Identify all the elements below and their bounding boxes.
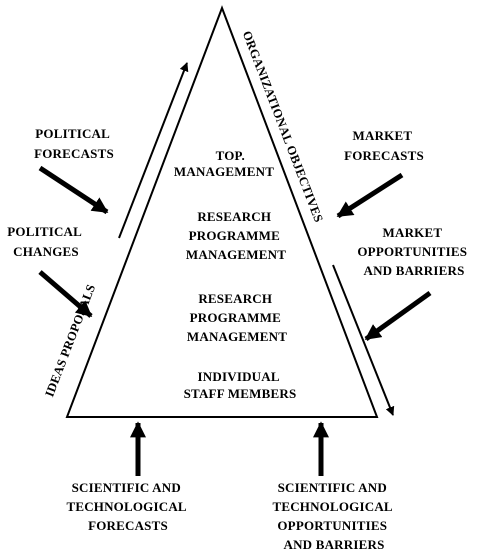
political-changes-arrow <box>38 270 93 318</box>
political-forecasts-arrow <box>38 165 109 215</box>
objectives-down-arrow <box>332 264 395 416</box>
sci-tech-opportunities-label: SCIENTIFIC AND TECHNOLOGICAL OPPORTUNITI… <box>272 480 395 552</box>
level-individual-staff-members: INDIVIDUAL STAFF MEMBERS <box>184 369 297 401</box>
organizational-objectives-label: ORGANIZATIONAL OBJECTIVES <box>240 29 326 224</box>
pyramid-outline <box>65 5 379 418</box>
market-forecasts-label: MARKET FORECASTS <box>344 128 424 163</box>
level-research-programme-management-upper: RESEARCH PROGRAMME MANAGEMENT <box>186 209 286 262</box>
political-forecasts-label: POLITICAL FORECASTS <box>34 126 114 161</box>
market-forecasts-arrow <box>336 172 404 219</box>
political-changes-label: POLITICAL CHANGES <box>7 224 85 259</box>
sci-tech-forecasts-label: SCIENTIFIC AND TECHNOLOGICAL FORECASTS <box>66 480 189 533</box>
level-top-management: TOP. MANAGEMENT <box>174 148 274 179</box>
level-research-programme-management-lower: RESEARCH PROGRAMME MANAGEMENT <box>187 291 287 344</box>
ideas-up-arrow <box>118 62 189 239</box>
market-opportunities-label: MARKET OPPORTUNITIES AND BARRIERS <box>357 225 470 278</box>
market-opportunities-arrow <box>364 290 432 342</box>
